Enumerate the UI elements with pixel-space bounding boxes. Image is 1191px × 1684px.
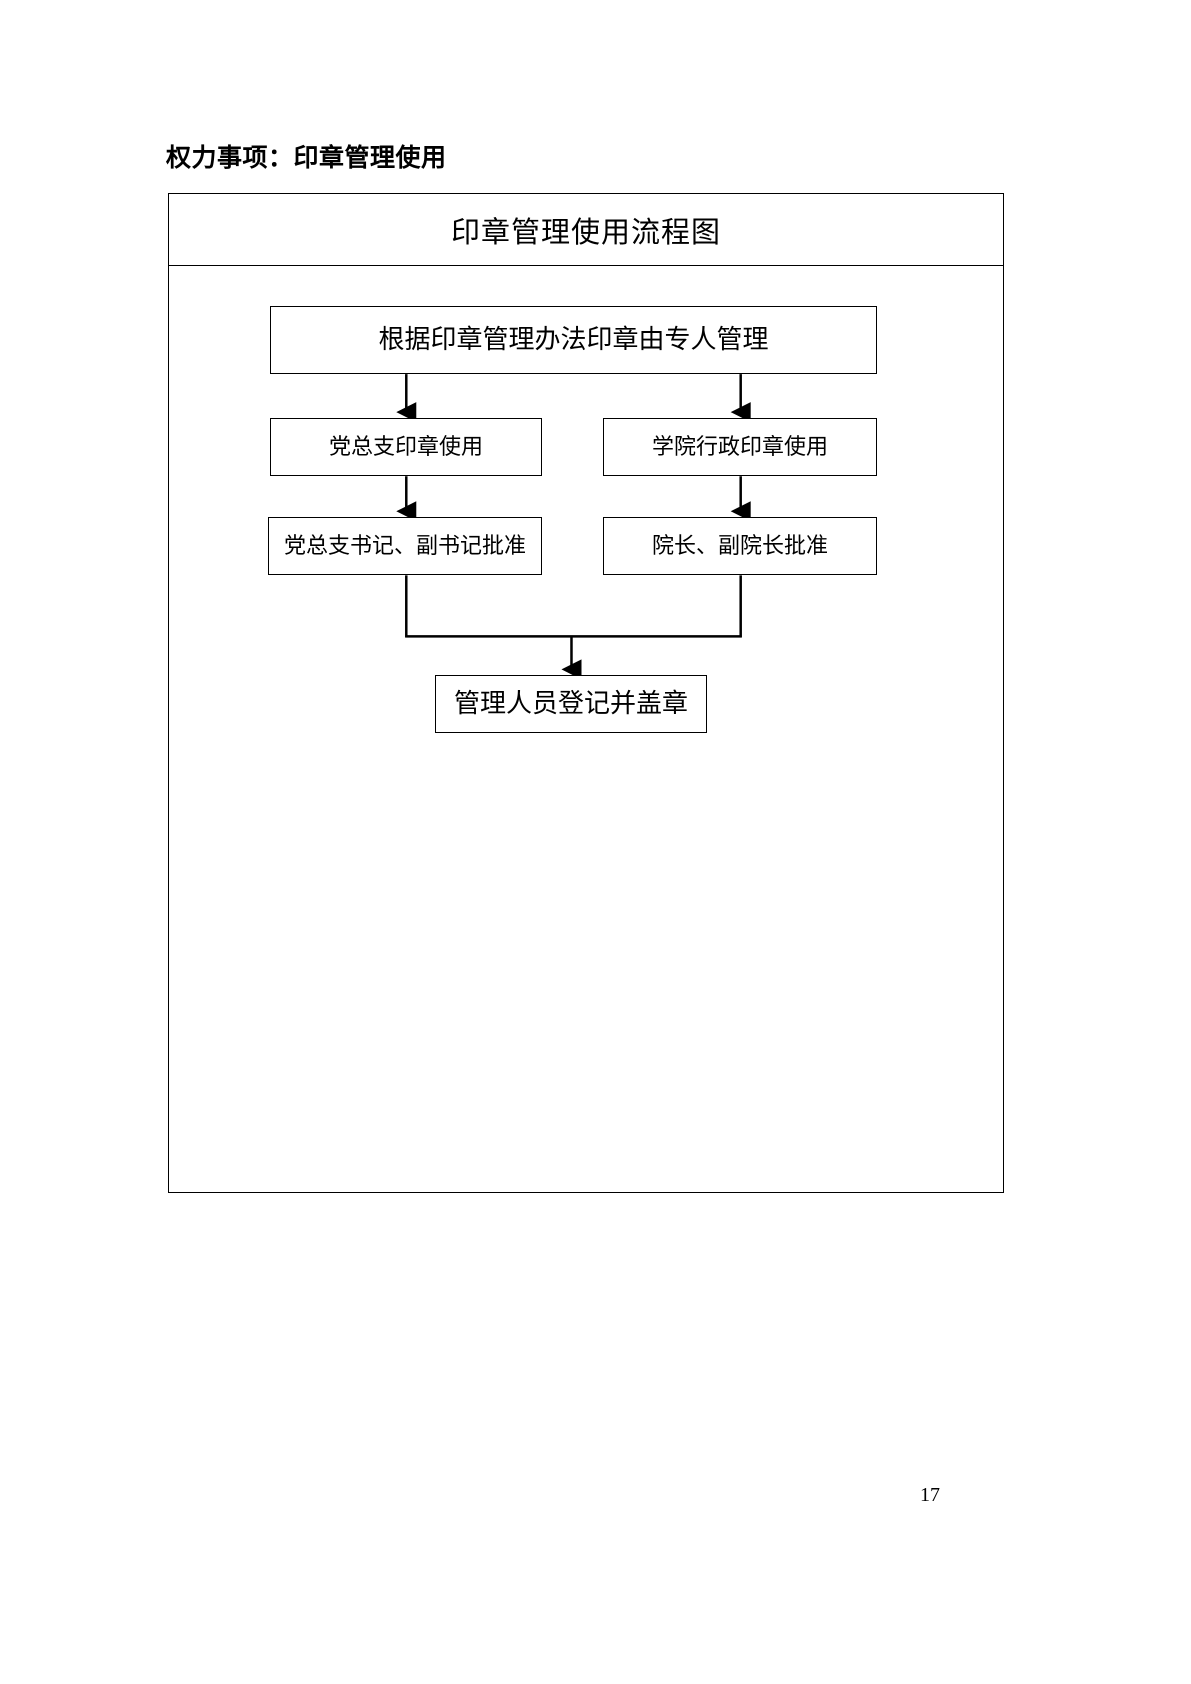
- flow-node-label: 管理人员登记并盖章: [453, 688, 688, 718]
- flowchart-frame: 印章管理使用流程图: [168, 193, 1004, 1193]
- flow-node-label: 学院行政印章使用: [651, 433, 828, 459]
- flow-node-party-use: 党总支印章使用: [270, 418, 542, 476]
- flow-node-register: 管理人员登记并盖章: [435, 675, 707, 733]
- flow-node-party-approve: 党总支书记、副书记批准: [268, 517, 542, 575]
- flow-node-label: 党总支书记、副书记批准: [283, 532, 526, 558]
- flow-node-label: 根据印章管理办法印章由专人管理: [378, 324, 769, 354]
- flow-node-admin-use: 学院行政印章使用: [603, 418, 877, 476]
- page-number: 17: [920, 1484, 940, 1506]
- flowchart-canvas: 根据印章管理办法印章由专人管理 党总支印章使用 学院行政印章使用 党总支书记、副…: [169, 266, 1003, 1192]
- page-title: 权力事项：印章管理使用: [166, 144, 447, 172]
- flow-node-label: 党总支印章使用: [328, 433, 483, 459]
- flowchart-title-bar: 印章管理使用流程图: [169, 194, 1003, 266]
- flow-node-root: 根据印章管理办法印章由专人管理: [270, 306, 877, 374]
- flowchart-title: 印章管理使用流程图: [450, 216, 721, 249]
- flow-node-admin-approve: 院长、副院长批准: [603, 517, 877, 575]
- flow-node-label: 院长、副院长批准: [651, 532, 828, 558]
